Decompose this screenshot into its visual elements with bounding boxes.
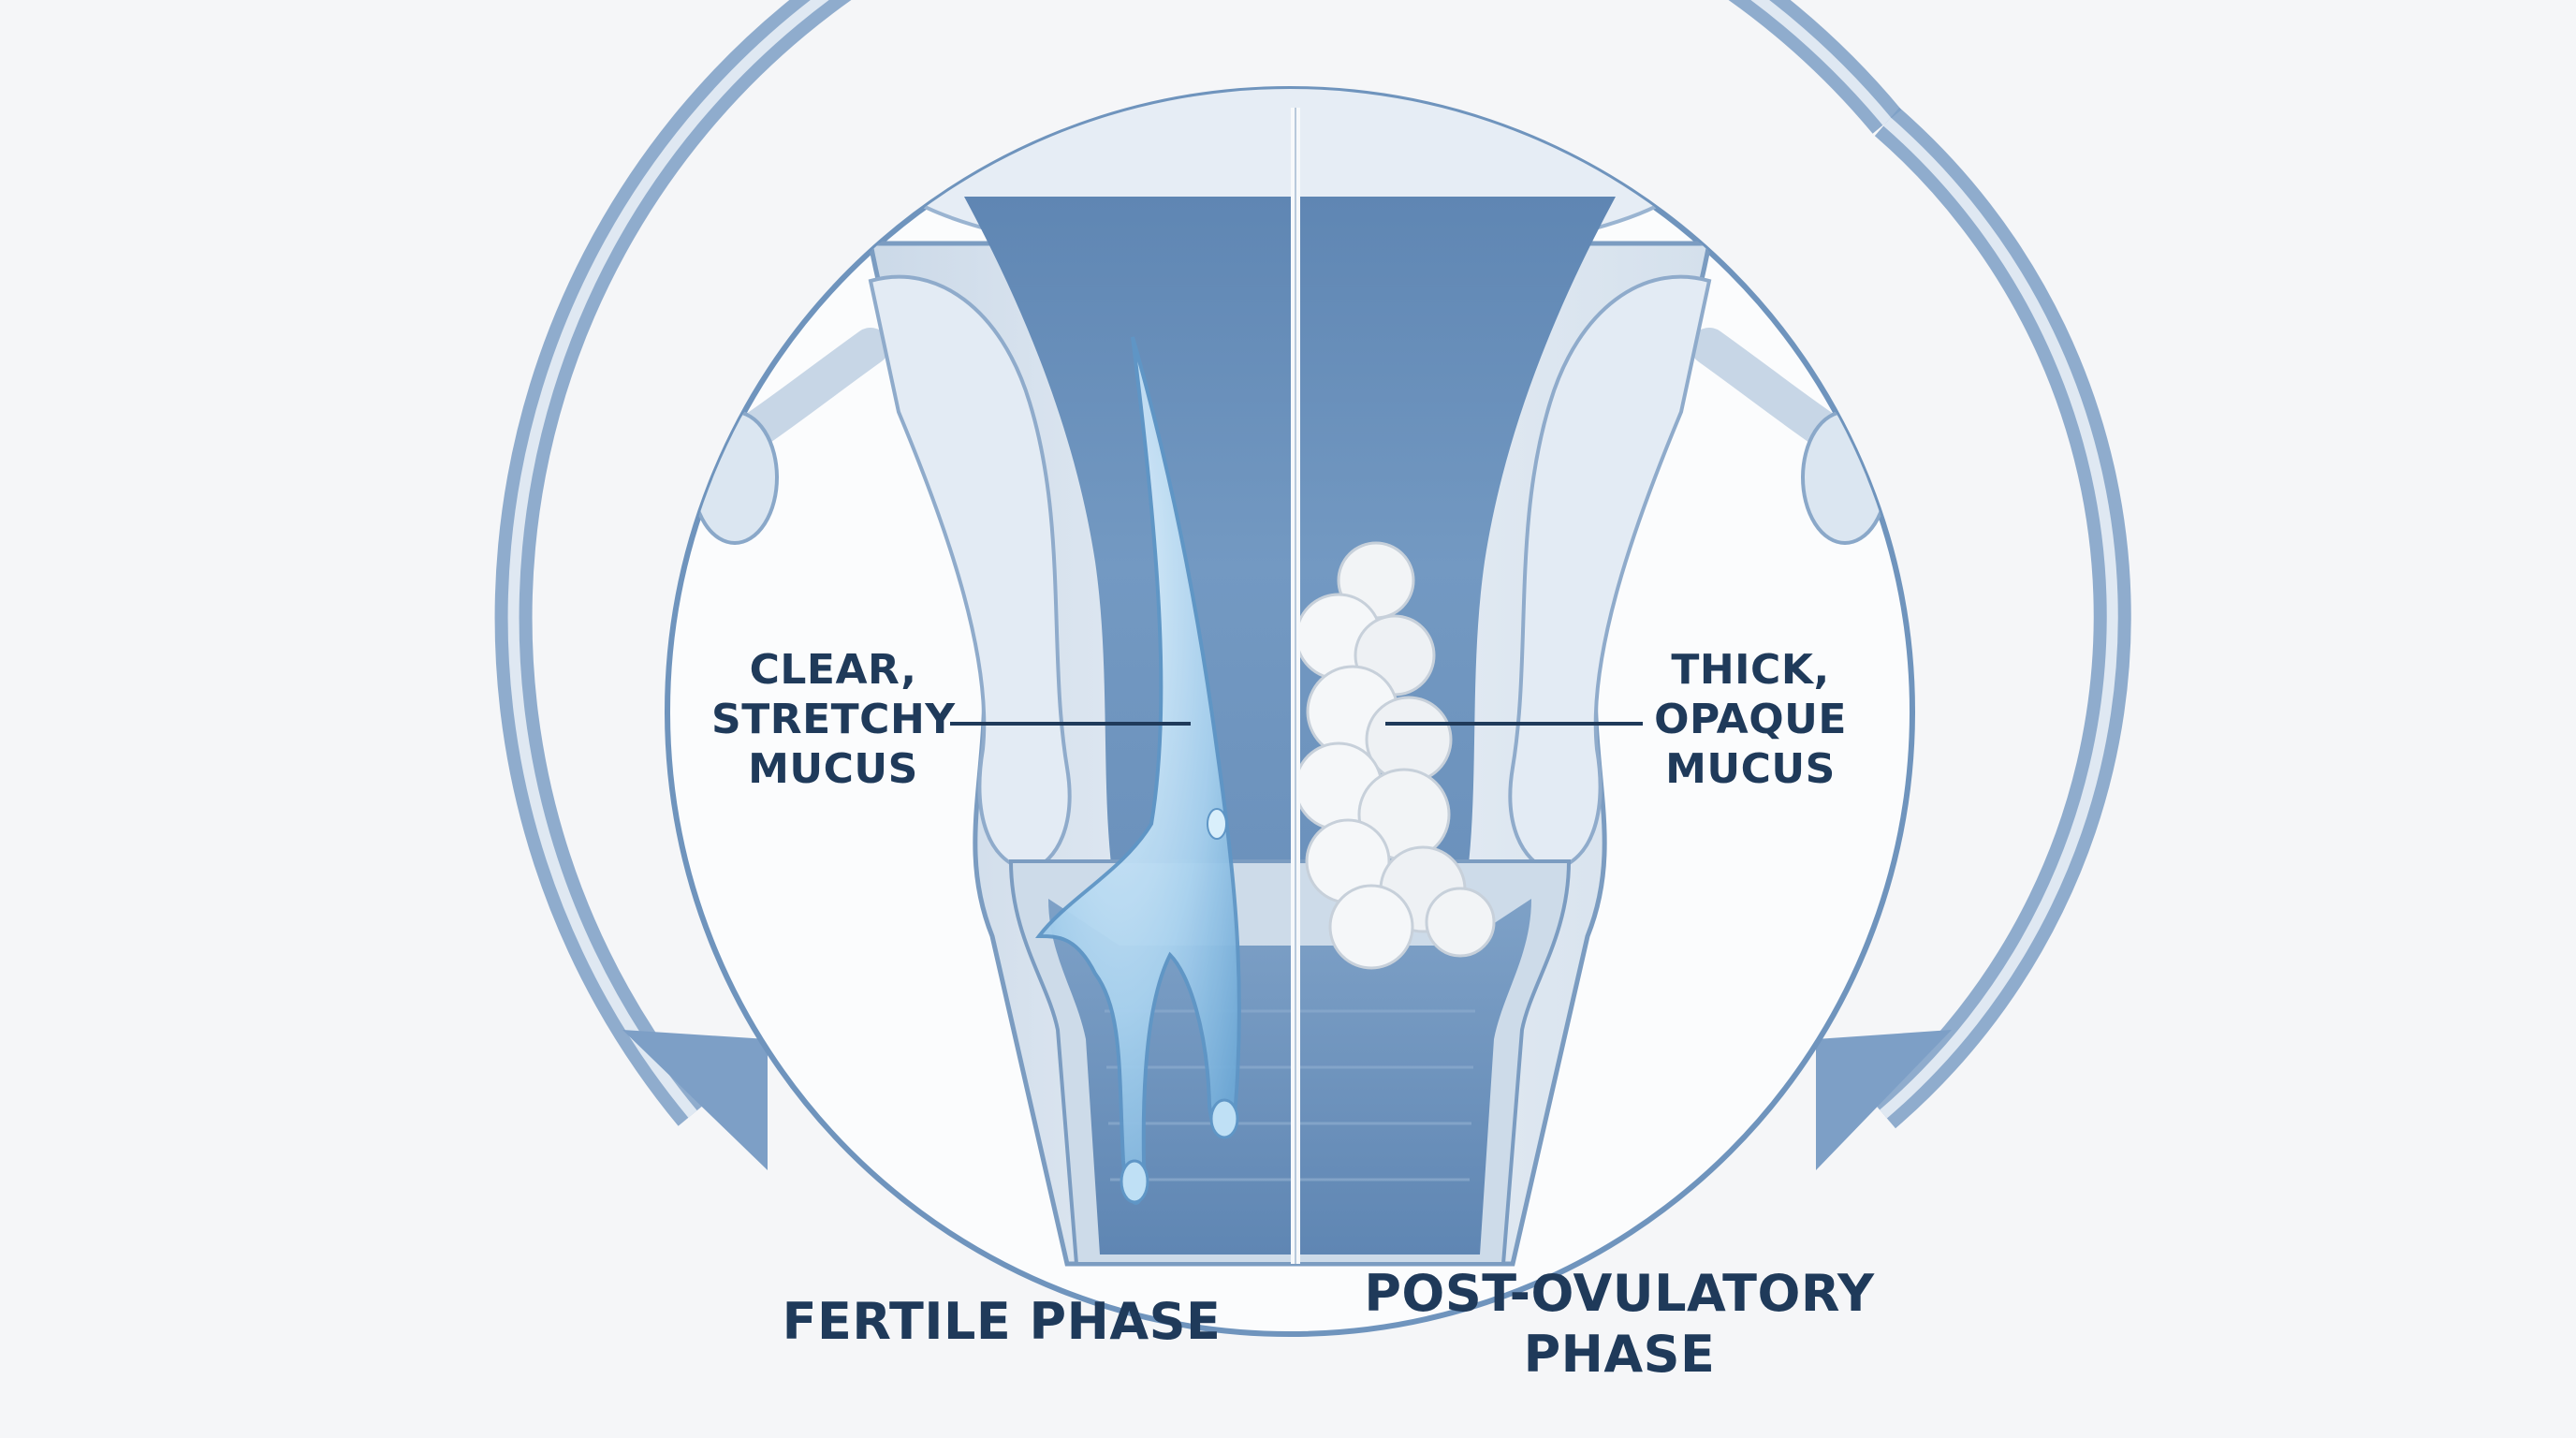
left-arrow-head bbox=[622, 1030, 768, 1170]
right-phase-label: POST-OVULATORY PHASE bbox=[1329, 1264, 1910, 1386]
right-callout-label: THICK, OPAQUE MUCUS bbox=[1629, 646, 1872, 794]
left-callout-label: CLEAR, STRETCHY MUCUS bbox=[711, 646, 955, 794]
right-arrow-head bbox=[1816, 1030, 1952, 1170]
left-phase-label: FERTILE PHASE bbox=[730, 1292, 1273, 1353]
